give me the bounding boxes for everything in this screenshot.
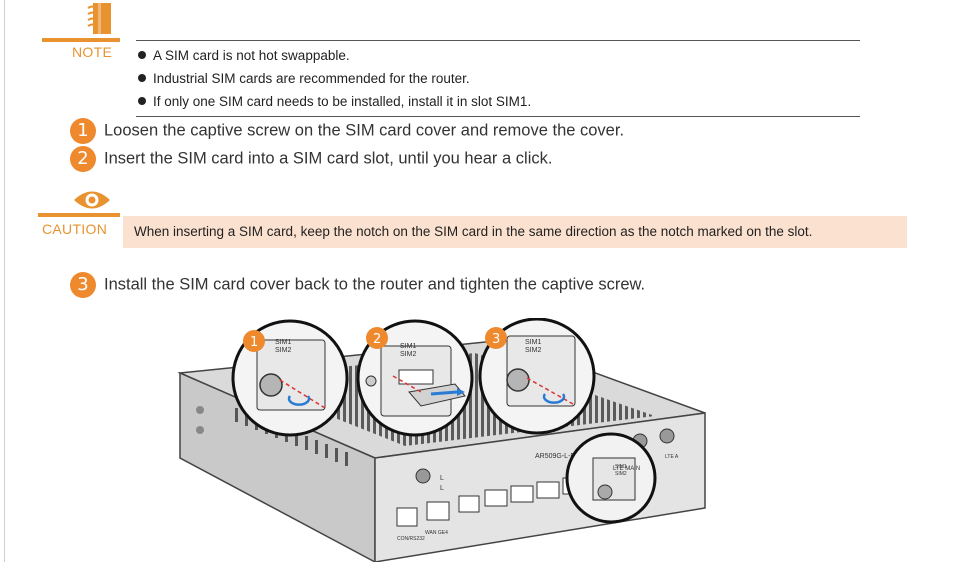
slot-label: SIM1 (400, 343, 416, 350)
step-1: 1 Loosen the captive screw on the SIM car… (70, 118, 624, 144)
zoom-label: SIM2 (615, 471, 627, 477)
callout-number: 1 (250, 335, 258, 350)
left-margin-line (4, 0, 5, 562)
step-2: 2 Insert the SIM card into a SIM card slo… (70, 146, 552, 172)
detail-circle-1: SIM1 SIM2 1 (231, 319, 349, 437)
slot-label: SIM1 (525, 339, 541, 346)
step-3: 3 Install the SIM card cover back to the … (70, 272, 645, 298)
slot-label: SIM2 (400, 351, 416, 358)
bullet-dot (138, 97, 146, 105)
step-number: 3 (70, 272, 96, 298)
port-label: CON/RS232 (397, 536, 425, 542)
callout-number: 3 (492, 332, 500, 347)
bullet-dot (138, 51, 146, 59)
note-rule-bottom (136, 116, 860, 117)
note-label: NOTE (72, 44, 113, 60)
caution-label: CAUTION (42, 221, 108, 237)
step-text: Install the SIM card cover back to the r… (104, 275, 646, 294)
step-number: 2 (70, 146, 96, 172)
zoom-label: LTE MAIN (613, 466, 640, 472)
step-text: Loosen the captive screw on the SIM card… (104, 121, 625, 140)
port-label: LTE A (665, 454, 679, 460)
step-number: 1 (70, 118, 96, 144)
detail-circle-2: SIM1 SIM2 2 (356, 319, 474, 437)
port-label: L (440, 475, 444, 482)
note-bullet: If only one SIM card needs to be install… (138, 94, 531, 109)
note-bullet-text: Industrial SIM cards are recommended for… (153, 71, 470, 86)
model-label: AR509G-L-D-H (535, 453, 583, 460)
note-bullet: Industrial SIM cards are recommended for… (138, 71, 470, 86)
callout-number: 2 (373, 332, 381, 347)
note-icon (87, 3, 111, 34)
port-label: WAN GE4 (425, 530, 448, 536)
note-accent-bar (42, 38, 120, 42)
note-bullet-text: A SIM card is not hot swappable. (153, 48, 350, 63)
caution-message: When inserting a SIM card, keep the notc… (123, 216, 907, 248)
bullet-dot (138, 74, 146, 82)
slot-label: SIM2 (525, 347, 541, 354)
slot-label: SIM2 (275, 347, 291, 354)
slot-label: SIM1 (275, 339, 291, 346)
detail-circle-3: SIM1 SIM2 3 (478, 318, 596, 435)
step-text: Insert the SIM card into a SIM card slot… (104, 149, 553, 168)
note-rule-top (136, 40, 860, 41)
note-bullet-text: If only one SIM card needs to be install… (153, 94, 532, 109)
caution-accent-bar (38, 213, 120, 217)
eye-icon (74, 191, 110, 209)
router-sim-installation-figure: L L WAN GE4 CON/RS232 LTE A AR509G-L-D-H… (177, 318, 706, 562)
note-bullet: A SIM card is not hot swappable. (138, 48, 350, 63)
zoom-label: SIM1 (615, 464, 627, 470)
port-label: L (440, 485, 444, 492)
sim-cover-zoom-circle: LTE MAIN SIM1 SIM2 (565, 432, 657, 524)
